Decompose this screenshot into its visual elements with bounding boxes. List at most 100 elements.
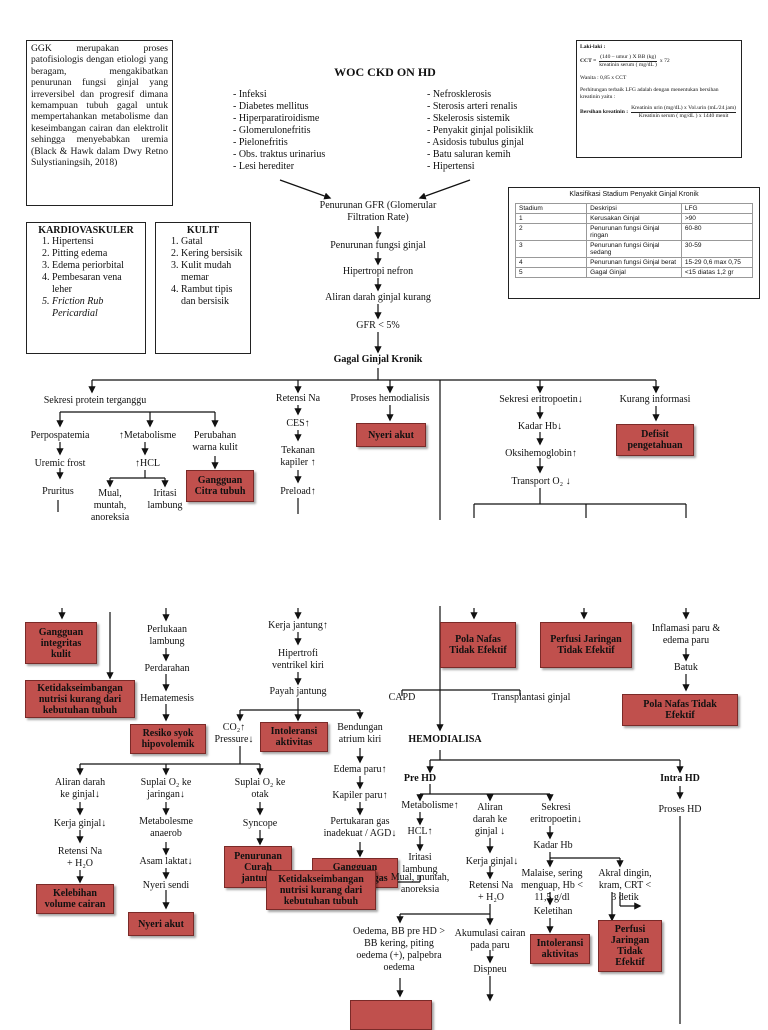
- cell: 3: [514, 240, 588, 258]
- kulit-item: Kulit mudah memar: [181, 260, 247, 284]
- node-capd: CAPD: [388, 692, 416, 703]
- node-asam-laktat: Asam laktat↓: [139, 856, 193, 867]
- formula-bersihan: Bersihan kreatinin :: [580, 109, 629, 115]
- node-aliran-ginjal: Aliran darah ke ginjal↓: [54, 777, 106, 800]
- cell: 1: [514, 213, 588, 224]
- node-hematemesis: Hematemesis: [140, 693, 194, 704]
- node-bendungan: Bendungan atrium kiri: [337, 722, 383, 745]
- node-sekresi-2: Sekresi eritropoetin↓: [530, 802, 582, 825]
- formula-laki: Laki-laki :: [580, 44, 606, 50]
- dx-citra-tubuh: Gangguan Citra tubuh: [186, 470, 254, 502]
- dx-intoleransi-1: Intoleransi aktivitas: [260, 722, 328, 752]
- klasifikasi-box: Klasifikasi Stadium Penyakit Ginjal Kron…: [508, 187, 760, 299]
- dx-nutrisi-2: Ketidakseimbangan nutrisi kurang dari ke…: [266, 870, 376, 910]
- node-payah-jantung: Payah jantung: [269, 686, 327, 697]
- etiologi-left: - Infeksi - Diabetes mellitus - Hiperpar…: [233, 89, 326, 172]
- node-pertukaran-gas: Pertukaran gas inadekuat / AGD↓: [323, 816, 397, 839]
- node-kapiler-paru: Kapiler paru↑: [332, 790, 388, 801]
- kulit-item: Rambut tipis dan bersisik: [181, 284, 247, 308]
- formula-bersihan-den: Kreatinin serum ( mg/dL ) x 1440 menit: [631, 112, 737, 120]
- formula-bersihan-num: Kreatinin urin (mg/dL) x Vol.urin (mL/24…: [631, 105, 737, 111]
- cell: <15 diatas 1,2 gr: [680, 267, 754, 278]
- kardio-item: Friction Rub Pericardial: [52, 296, 142, 320]
- node-metabolisme-2: Metabolisme↑: [401, 800, 459, 811]
- node-preload: Preload↑: [280, 486, 316, 497]
- dx-kelebihan-volume: Kelebihan volume cairan: [36, 884, 114, 914]
- kardio-item: Hipertensi: [52, 236, 142, 248]
- node-kurang-informasi: Kurang informasi: [619, 394, 691, 405]
- dx-nyeri-akut-2: Nyeri akut: [128, 912, 194, 936]
- node-penurunan-fungsi: Penurunan fungsi ginjal: [330, 240, 426, 251]
- page-title: WOC CKD ON HD: [334, 65, 436, 79]
- node-kerja-jantung: Kerja jantung↑: [268, 620, 328, 631]
- dx-nyeri-akut-1: Nyeri akut: [356, 423, 426, 447]
- node-inflamasi: Inflamasi paru & edema paru: [651, 623, 721, 646]
- formula-cct-mult: x 72: [659, 58, 670, 64]
- intro-text: GGK merupakan proses patofisiologis deng…: [31, 43, 168, 169]
- node-hemodialisis: Proses hemodialisis: [350, 393, 430, 404]
- node-transport-o2: Transport O₂ ↓: [511, 476, 571, 487]
- node-sekresi-eritropoetin: Sekresi eritropoetin↓: [499, 394, 583, 405]
- intro-box: GGK merupakan proses patofisiologis deng…: [26, 40, 173, 206]
- formula-box: Laki-laki : CCT = (140 – umur ) X BB (kg…: [576, 40, 742, 158]
- node-perpospatemia: Perpospatemia: [30, 430, 90, 441]
- etiologi-right: - Nefrosklerosis - Sterosis arteri renal…: [427, 89, 534, 172]
- dx-defisit-pengetahuan: Defisit pengetahuan: [616, 424, 694, 456]
- node-intra-hd: Intra HD: [660, 773, 700, 784]
- node-akumulasi: Akumulasi cairan pada paru: [454, 928, 526, 951]
- node-aliran-2: Aliran darah ke ginjal ↓: [472, 802, 508, 837]
- dx-pola-nafas-1: Pola Nafas Tidak Efektif: [440, 622, 516, 668]
- th-stadium: Stadium: [514, 203, 588, 214]
- node-edema-paru: Edema paru↑: [333, 764, 387, 775]
- cell: 15-29 0,6 max 0,75: [680, 257, 754, 268]
- node-transplantasi: Transplantasi ginjal: [491, 692, 571, 703]
- dx-intoleransi-2: Intoleransi aktivitas: [530, 934, 590, 964]
- cell: Penurunan fungsi Ginjal sedang: [586, 240, 682, 258]
- node-suplai-otak: Suplai O₂ ke otak: [234, 777, 286, 800]
- node-perlukaan: Perlukaan lambung: [147, 624, 187, 647]
- node-hemodialisa: HEMODIALISA: [408, 734, 482, 745]
- node-iritasi: Iritasi lambung: [147, 488, 183, 511]
- th-lfg: LFG: [680, 203, 754, 214]
- node-dispneu: Dispneu: [473, 964, 507, 975]
- node-pre-hd: Pre HD: [403, 773, 437, 784]
- formula-cct: CCT =: [580, 58, 597, 64]
- node-kadar-hb-2: Kadar Hb: [533, 840, 573, 851]
- node-perubahan: Perubahan warna kulit: [192, 430, 238, 453]
- dx-syok-hipovolemik: Resiko syok hipovolemik: [130, 724, 206, 754]
- node-co2-pressure: CO₂↑ Pressure↓: [214, 722, 254, 745]
- node-sekresi-protein: Sekresi protein terganggu: [43, 395, 147, 406]
- node-malaise: Malaise, sering menguap, Hb < 11,5 g/dl: [520, 868, 584, 903]
- node-metabolisme: ↑Metabolisme: [118, 430, 177, 441]
- node-ces: CES↑: [286, 418, 310, 429]
- node-nyeri-sendi: Nyeri sendi: [142, 880, 190, 891]
- node-kerja-ginjal: Kerja ginjal↓: [53, 818, 107, 829]
- kardio-item: Pembesaran vena leher: [52, 272, 142, 296]
- dx-partial-bottom: [350, 1000, 432, 1030]
- kardio-item: Edema periorbital: [52, 260, 142, 272]
- node-keletihan: Keletihan: [533, 906, 573, 917]
- node-metabolesme-anaerob: Metabolesme anaerob: [139, 816, 193, 839]
- node-tekanan: Tekanan kapiler ↑: [280, 445, 316, 468]
- cell: 5: [514, 267, 588, 278]
- node-retensi-3: Retensi Na + H₂O: [468, 880, 514, 903]
- kulit-item: Gatal: [181, 236, 247, 248]
- node-iritasi-2: Iritasi lambung: [402, 852, 438, 875]
- dx-integritas-kulit: Gangguan integritas kulit: [25, 622, 97, 664]
- node-ggk: Gagal Ginjal Kronik: [333, 354, 423, 365]
- cell: Penurunan fungsi Ginjal berat: [586, 257, 682, 268]
- node-kerja-ginjal-2: Kerja ginjal↓: [465, 856, 519, 867]
- cell: 4: [514, 257, 588, 268]
- kardio-item: Pitting edema: [52, 248, 142, 260]
- node-retensi-na-h2o: Retensi Na + H₂O: [57, 846, 103, 869]
- klasifikasi-title: Klasifikasi Stadium Penyakit Ginjal Kron…: [569, 191, 699, 198]
- node-mual: Mual, muntah, anoreksia: [90, 488, 130, 523]
- formula-wanita: Wanita : 0,85 x CCT: [580, 75, 627, 81]
- kardio-title: KARDIOVASKULER: [38, 225, 134, 236]
- node-hipertrofi: Hipertrofi ventrikel kiri: [272, 648, 324, 671]
- th-deskripsi: Deskripsi: [586, 203, 682, 214]
